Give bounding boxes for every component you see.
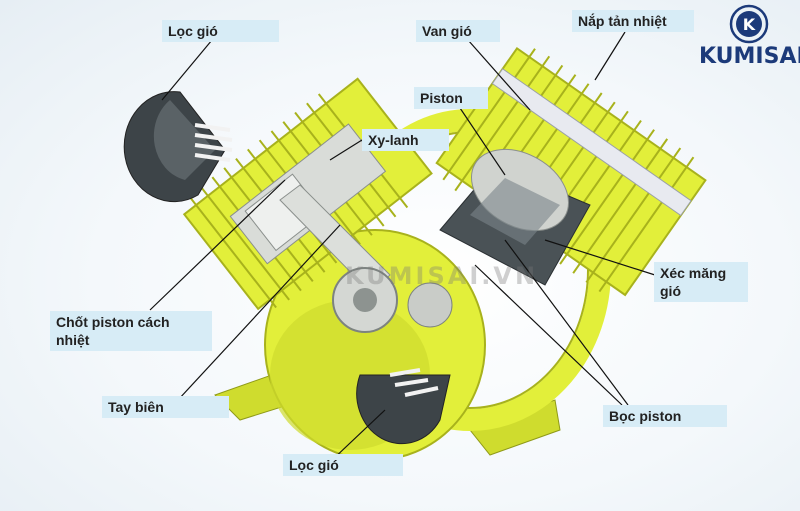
brand-name: KUMISAI	[699, 44, 800, 69]
leader-loc-gio-top	[161, 39, 213, 101]
head-cover-plate	[491, 68, 692, 217]
air-filter-bottom	[356, 368, 451, 445]
leader-tay-bien	[177, 224, 341, 401]
leader-lines	[149, 31, 656, 463]
leader-van-gio	[467, 39, 531, 111]
leader-nap-tan-nhiet	[594, 31, 626, 81]
air-filter-bottom-fins	[389, 368, 439, 397]
logo-letter: K	[743, 15, 756, 34]
leader-boc-piston-2	[474, 264, 623, 406]
leader-loc-gio-bottom	[329, 409, 386, 463]
label-van-gio: Van gió	[416, 20, 500, 42]
crank-pin-right	[407, 282, 453, 328]
label-loc-gio-bottom: Lọc gió	[283, 454, 403, 476]
label-loc-gio-top: Lọc gió	[162, 20, 279, 42]
label-xec-mang-gio: Xéc măng gió	[654, 262, 748, 302]
right-piston-assembly	[439, 148, 591, 286]
label-boc-piston: Bọc piston	[603, 405, 727, 427]
label-tay-bien: Tay biên	[102, 396, 229, 418]
brand-logo: K KUMISAI	[699, 4, 800, 74]
crank-pin-center	[353, 288, 377, 312]
label-piston: Piston	[414, 87, 488, 109]
label-xy-lanh: Xy-lanh	[362, 129, 449, 151]
piston-ring-band	[470, 178, 560, 245]
leader-piston	[459, 107, 506, 176]
leader-xy-lanh	[329, 139, 363, 161]
air-filter-top	[123, 91, 233, 203]
watermark: KUMISAI.VN	[345, 262, 539, 290]
logo-emblem-icon: K	[729, 4, 769, 44]
leader-chot-piston	[149, 179, 286, 311]
label-chot-piston-cach-nhiet: Chốt piston cách nhiệt	[50, 311, 212, 351]
leader-boc-piston-1	[504, 239, 629, 406]
leader-xec-mang	[544, 239, 656, 276]
label-nap-tan-nhiet: Nắp tản nhiệt	[572, 10, 694, 32]
air-filter-top-fins	[194, 123, 233, 162]
connecting-rod	[279, 184, 391, 293]
right-cylinder	[435, 46, 707, 297]
